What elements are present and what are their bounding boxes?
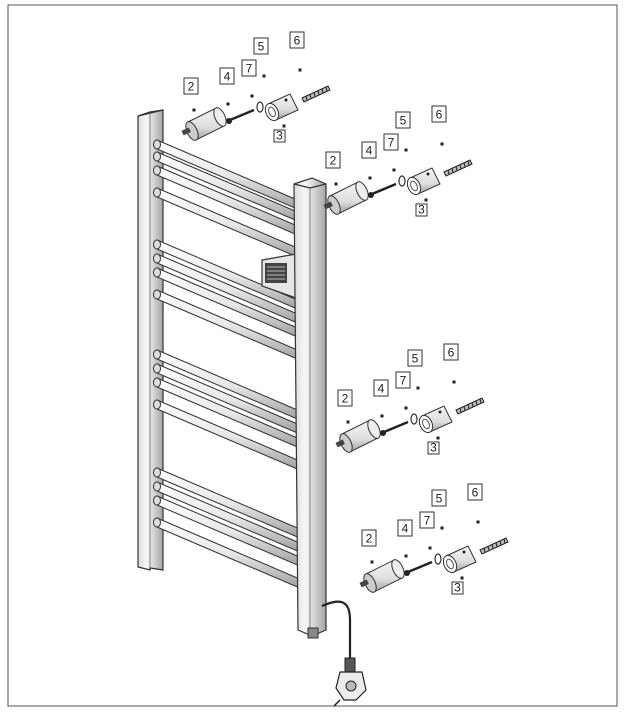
part-labels: 2 4 75 6 3 xyxy=(337,343,459,455)
label-box-p2 xyxy=(325,151,341,169)
label-p5: 5 xyxy=(258,40,265,54)
label-p7: 7 xyxy=(246,62,253,76)
label-box-p6 xyxy=(467,483,483,501)
label-box-p4 xyxy=(397,519,413,537)
power-cable xyxy=(307,600,367,707)
label-box-p2 xyxy=(183,77,199,95)
label-box-p5 xyxy=(407,349,423,367)
label-box-p6 xyxy=(431,105,447,123)
mounting-kit-g3: 2 4 75 6 3 xyxy=(335,343,485,455)
spacer-tube xyxy=(335,419,381,453)
label-p2: 2 xyxy=(366,532,373,546)
label-p7: 7 xyxy=(400,374,407,388)
wall-bracket xyxy=(406,167,441,196)
label-p7: 7 xyxy=(424,514,431,528)
screw xyxy=(226,108,255,124)
label-box-p4 xyxy=(219,67,235,85)
label-p6: 6 xyxy=(294,34,301,48)
label-box-p7 xyxy=(383,133,399,151)
label-box-p5 xyxy=(253,37,269,55)
label-box-p4 xyxy=(361,141,377,159)
wall-plug xyxy=(443,159,473,177)
label-box-p3 xyxy=(415,203,428,217)
washer xyxy=(410,413,418,425)
label-box-p2 xyxy=(337,389,353,407)
bar xyxy=(153,363,303,436)
frame-border xyxy=(7,4,618,707)
spacer-tube xyxy=(323,181,369,215)
spacer-tube xyxy=(359,559,405,593)
label-p3: 3 xyxy=(418,203,425,217)
label-box-p7 xyxy=(419,511,435,529)
bar xyxy=(153,481,303,554)
part-labels: 2 4 75 6 3 xyxy=(325,105,447,217)
part-labels: 2 4 75 6 3 xyxy=(361,483,483,595)
label-box-p7 xyxy=(241,59,257,77)
wall-plug xyxy=(479,537,509,555)
label-p4: 4 xyxy=(402,522,409,536)
label-box-p3 xyxy=(451,581,464,595)
bar xyxy=(153,467,303,540)
label-p7: 7 xyxy=(388,136,395,150)
mounting-kit-g4: 2 4 75 6 3 xyxy=(359,483,509,595)
label-p3: 3 xyxy=(430,441,437,455)
wall-plug xyxy=(301,85,331,103)
mounting-kit-g1: 2 4 75 6 3 xyxy=(181,31,331,143)
label-box-p3 xyxy=(427,441,440,455)
bar xyxy=(153,151,303,224)
washer xyxy=(256,101,264,113)
label-box-p7 xyxy=(395,371,411,389)
wall-bracket xyxy=(442,545,477,574)
label-box-p2 xyxy=(361,529,377,547)
label-p3: 3 xyxy=(276,129,283,143)
washer xyxy=(434,553,442,565)
label-p4: 4 xyxy=(366,144,373,158)
label-p6: 6 xyxy=(436,108,443,122)
screw xyxy=(368,182,397,198)
mounting-kit-g2: 2 4 75 6 3 xyxy=(323,105,473,217)
label-box-p5 xyxy=(431,489,447,507)
label-p5: 5 xyxy=(400,114,407,128)
label-p4: 4 xyxy=(224,70,231,84)
washer xyxy=(398,175,406,187)
label-box-p3 xyxy=(273,129,286,143)
wall-bracket xyxy=(418,405,453,434)
label-p5: 5 xyxy=(412,352,419,366)
spacer-tube xyxy=(181,107,227,141)
screw xyxy=(380,420,409,436)
label-box-p5 xyxy=(395,111,411,129)
label-p2: 2 xyxy=(188,80,195,94)
label-p2: 2 xyxy=(342,392,349,406)
label-p5: 5 xyxy=(436,492,443,506)
label-box-p6 xyxy=(443,343,459,361)
part-labels: 2 4 75 6 3 xyxy=(183,31,305,143)
label-p6: 6 xyxy=(472,486,479,500)
towel-rail xyxy=(137,109,367,707)
wall-bracket xyxy=(264,93,299,122)
screw xyxy=(404,560,433,576)
label-p6: 6 xyxy=(448,346,455,360)
label-p3: 3 xyxy=(454,581,461,595)
label-p4: 4 xyxy=(378,382,385,396)
label-box-p6 xyxy=(289,31,305,49)
bars xyxy=(153,139,303,590)
label-box-p4 xyxy=(373,379,389,397)
wall-plug xyxy=(455,397,485,415)
label-p2: 2 xyxy=(330,154,337,168)
